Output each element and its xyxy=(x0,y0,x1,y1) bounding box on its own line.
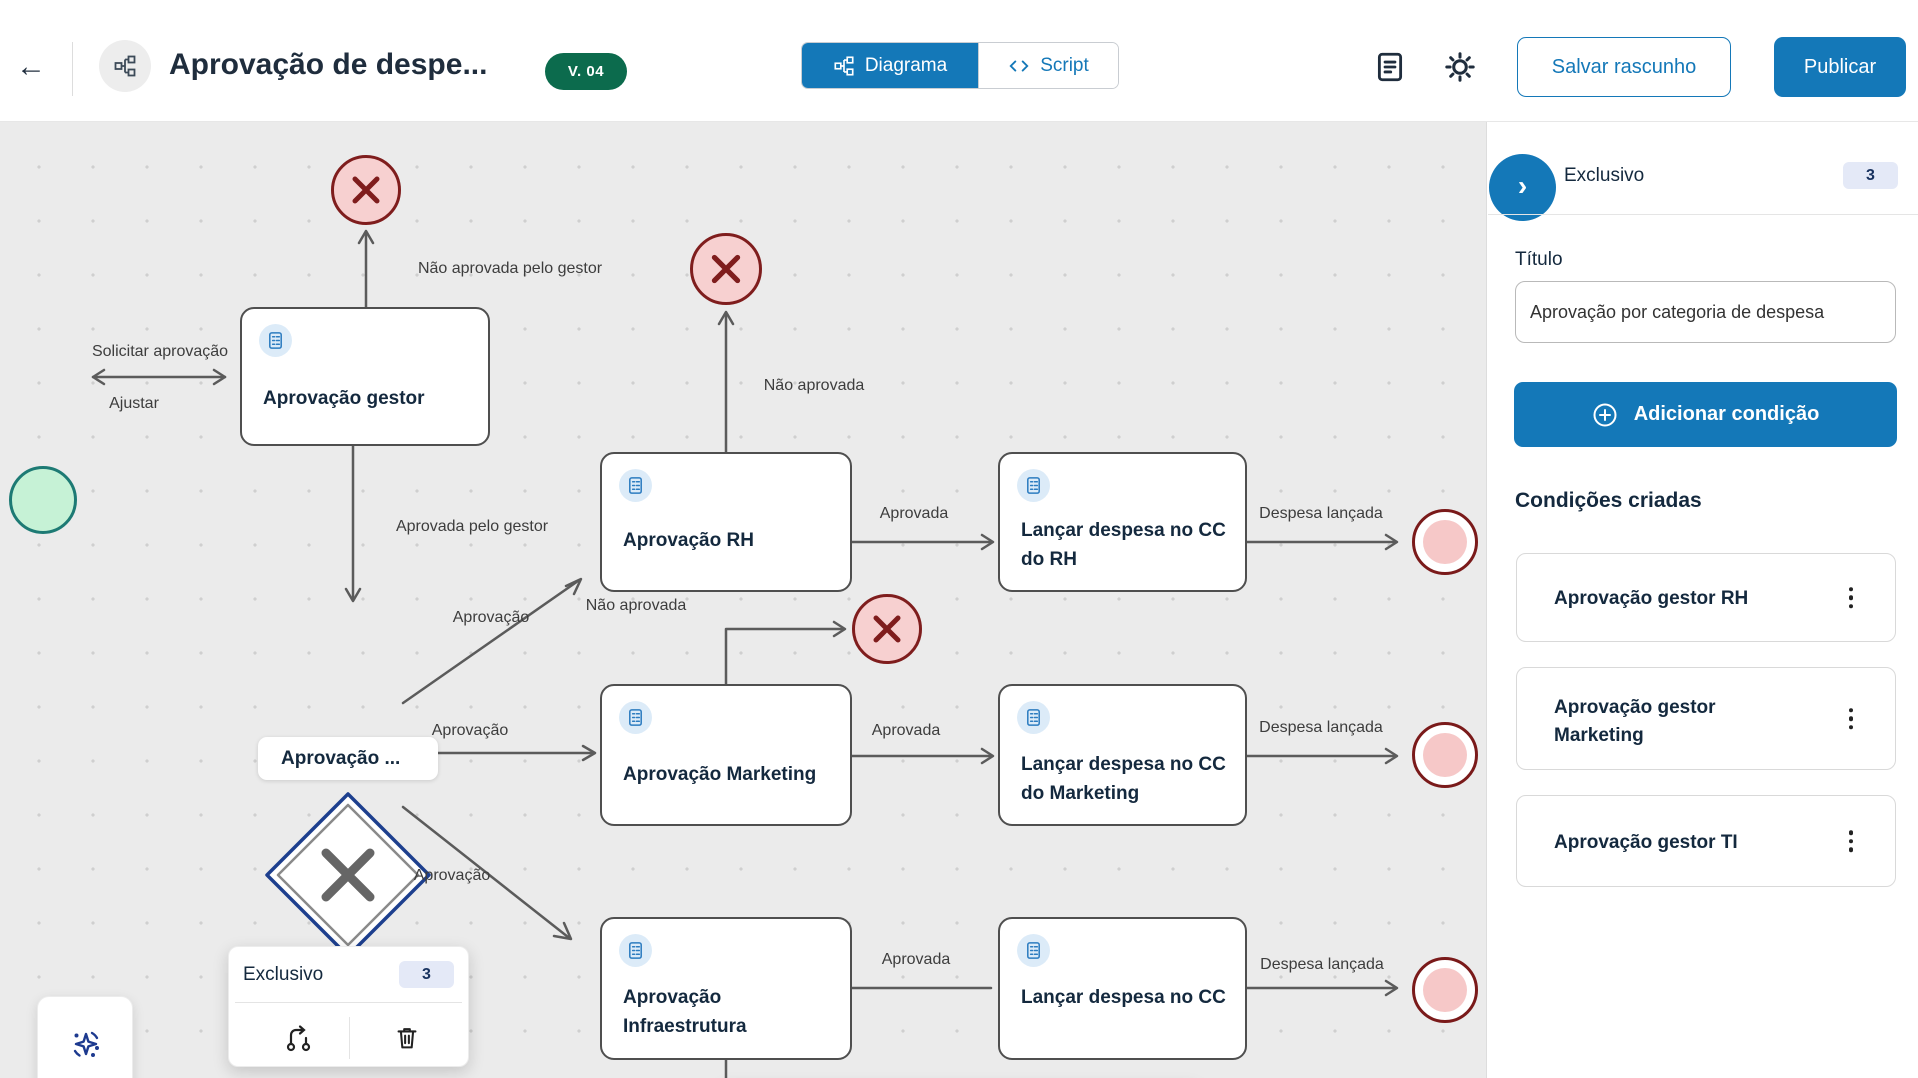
save-draft-button[interactable]: Salvar rascunho xyxy=(1517,37,1731,97)
panel-count-badge: 3 xyxy=(1843,162,1898,189)
edge-name-chip[interactable]: Aprovação ... xyxy=(258,737,438,780)
edge-label-aprovada-rh: Aprovada xyxy=(879,505,949,522)
menu-divider-vertical xyxy=(349,1017,350,1059)
panel-title: Exclusivo xyxy=(1564,165,1645,186)
tab-script[interactable]: Script xyxy=(978,43,1118,88)
form-task-icon xyxy=(619,469,652,502)
edge-label-despesa-rh: Despesa lançada xyxy=(1259,505,1383,522)
kebab-menu-icon[interactable] xyxy=(1848,586,1853,609)
chevron-right-icon: › xyxy=(1517,169,1528,201)
app-header: ← Aprovação de despe... V. 04 Diagrama xyxy=(0,0,1918,122)
code-icon xyxy=(1008,55,1030,77)
task-label-line2: do RH xyxy=(1021,549,1077,571)
task-aprovacao-gestor[interactable]: Aprovação gestor xyxy=(240,307,490,446)
task-label-line1: Lançar despesa no CC xyxy=(1021,987,1226,1008)
task-aprovacao-rh[interactable]: Aprovação RH xyxy=(600,452,852,592)
task-label-line1: Lançar despesa no CC xyxy=(1021,754,1226,775)
title-input[interactable] xyxy=(1515,281,1896,343)
form-task-icon xyxy=(1017,701,1050,734)
edge-label-aprovada-gestor: Aprovada pelo gestor xyxy=(395,518,549,535)
edge-label-aprovacao-mkt: Aprovação xyxy=(431,722,509,739)
edge-label-despesa-infra: Despesa lançada xyxy=(1260,956,1384,973)
form-task-icon xyxy=(259,324,292,357)
start-event[interactable] xyxy=(9,466,77,534)
collapse-panel-tab[interactable]: › xyxy=(1489,154,1556,221)
edge-label-nao-aprovada-mkt: Não aprovada xyxy=(585,597,687,614)
canvas-side-toolbar xyxy=(37,996,133,1078)
end-event-rh[interactable] xyxy=(1412,509,1478,575)
form-task-icon xyxy=(619,934,652,967)
end-event-marketing[interactable] xyxy=(1412,722,1478,788)
terminate-event-marketing[interactable] xyxy=(852,594,922,664)
task-lancar-cc-marketing[interactable]: Lançar despesa no CC do Marketing xyxy=(998,684,1247,826)
back-button[interactable]: ← xyxy=(16,50,46,83)
end-event-infra[interactable] xyxy=(1412,957,1478,1023)
condition-label: Aprovação gestor TI xyxy=(1554,832,1738,853)
conditions-section-title: Condições criadas xyxy=(1515,489,1702,512)
ai-sparkle-icon[interactable] xyxy=(66,1025,106,1065)
process-diagram-icon xyxy=(99,40,151,92)
task-label: Aprovação gestor xyxy=(263,388,425,409)
condition-card-rh[interactable]: Aprovação gestor RH xyxy=(1516,553,1896,642)
exclusive-gateway[interactable] xyxy=(263,790,433,960)
header-divider xyxy=(72,42,73,96)
condition-card-ti[interactable]: Aprovação gestor TI xyxy=(1516,795,1896,887)
gateway-context-menu: Exclusivo 3 xyxy=(228,946,469,1067)
task-label: Aprovação Marketing xyxy=(623,764,817,785)
edge-label-aprovada-infra: Aprovada xyxy=(881,951,951,968)
add-condition-label: Adicionar condição xyxy=(1633,403,1820,425)
tab-script-label: Script xyxy=(1040,54,1089,76)
task-label-line2: do Marketing xyxy=(1021,783,1140,805)
view-toggle: Diagrama Script xyxy=(801,42,1119,89)
kebab-menu-icon[interactable] xyxy=(1848,830,1853,852)
version-badge: V. 04 xyxy=(545,53,627,90)
publish-button[interactable]: Publicar xyxy=(1774,37,1906,97)
diagram-icon xyxy=(833,55,855,77)
edge-label-aprovacao-infra: Aprovação xyxy=(413,867,491,884)
condition-label: Aprovação gestor RH xyxy=(1554,588,1749,609)
task-label-line2: Infraestrutura xyxy=(623,1016,747,1038)
form-task-icon xyxy=(619,701,652,734)
form-task-icon xyxy=(1017,934,1050,967)
panel-divider xyxy=(1488,214,1918,215)
add-condition-button[interactable]: Adicionar condição xyxy=(1514,382,1897,447)
task-aprovacao-infraestrutura[interactable]: Aprovação Infraestrutura xyxy=(600,917,852,1060)
form-task-icon xyxy=(1017,469,1050,502)
task-aprovacao-marketing[interactable]: Aprovação Marketing xyxy=(600,684,852,826)
edge-label-despesa-mkt: Despesa lançada xyxy=(1259,719,1383,736)
delete-icon[interactable] xyxy=(382,1013,432,1063)
menu-divider xyxy=(235,1002,462,1003)
task-lancar-cc-rh[interactable]: Lançar despesa no CC do RH xyxy=(998,452,1247,592)
condition-card-marketing[interactable]: Aprovação gestor Marketing xyxy=(1516,667,1896,770)
diagram-canvas[interactable]: Aprovação gestor Aprovação RH Lançar des… xyxy=(0,122,1486,1078)
gateway-menu-title: Exclusivo xyxy=(243,963,324,985)
tab-diagram[interactable]: Diagrama xyxy=(802,43,978,88)
edge-label-nao-aprovada-rh: Não aprovada xyxy=(763,377,865,394)
kebab-menu-icon[interactable] xyxy=(1848,707,1853,730)
document-icon[interactable] xyxy=(1370,47,1410,87)
terminate-event-rh[interactable] xyxy=(690,233,762,305)
edge-label-nao-aprovada-gestor: Não aprovada pelo gestor xyxy=(417,260,603,277)
gateway-branch-count-badge: 3 xyxy=(399,961,454,988)
swap-connections-icon[interactable] xyxy=(273,1013,323,1063)
condition-label-line1: Aprovação gestor xyxy=(1554,697,1716,718)
edge-label-solicitar: Solicitar aprovação xyxy=(91,343,229,360)
condition-label-line2: Marketing xyxy=(1554,724,1644,746)
edge-label-ajustar: Ajustar xyxy=(109,395,159,412)
task-label-line1: Lançar despesa no CC xyxy=(1021,520,1226,541)
page-title: Aprovação de despe... xyxy=(169,48,488,81)
title-field-label: Título xyxy=(1515,249,1563,270)
terminate-event-gestor[interactable] xyxy=(331,155,401,225)
flow-edges xyxy=(91,229,1399,1078)
edge-label-aprovacao-rh: Aprovação xyxy=(452,609,530,626)
plus-circle-icon xyxy=(1593,403,1617,426)
task-lancar-cc-infra[interactable]: Lançar despesa no CC xyxy=(998,917,1247,1060)
task-label-line1: Aprovação xyxy=(623,987,722,1008)
tab-diagram-label: Diagrama xyxy=(864,54,948,76)
task-label: Aprovação RH xyxy=(623,530,754,551)
gateway-properties-panel: › Exclusivo 3 Título Adicionar condição … xyxy=(1486,122,1918,1078)
edge-label-aprovada-mkt: Aprovada xyxy=(871,722,941,739)
gear-icon[interactable] xyxy=(1440,47,1480,87)
